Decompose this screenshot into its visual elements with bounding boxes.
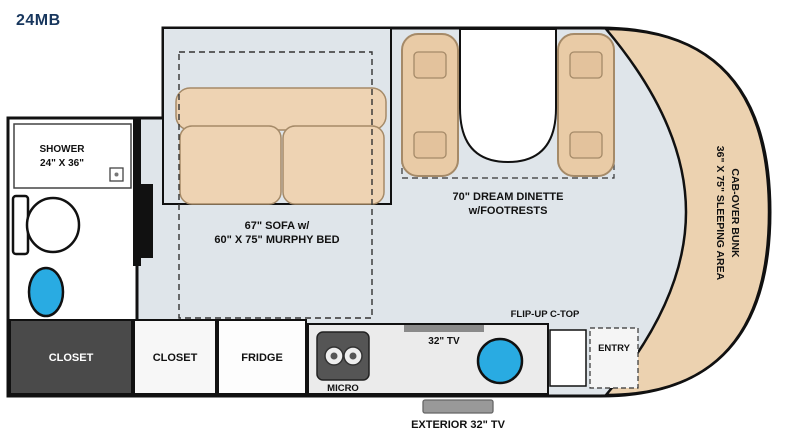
sofa-label-line2: 60" X 75" MURPHY BED [214,234,339,246]
bathroom-sink [27,266,65,318]
closet-left-label: CLOSET [49,352,94,364]
cab-over-bunk-label-line1: CAB-OVER BUNK [729,168,742,258]
dinette-seat-left-cushion-top [413,51,447,79]
sofa-cushion-right [282,125,385,205]
murphy-bed-dashed-outline [178,51,373,319]
exterior-tv-label: EXTERIOR 32" TV [411,419,506,431]
closet-mid [133,319,217,395]
kitchen-sink [476,337,524,385]
exterior-tv [422,399,494,414]
fridge-label: FRIDGE [241,352,283,364]
flip-up-ctop-label: FLIP-UP C-TOP [511,309,580,320]
dinette-seat-right-cushion-bottom [569,131,603,159]
sofa-back [175,87,387,131]
wall-segment-wardrobe [133,184,153,258]
cab-over-bunk-area [603,27,771,397]
burner-left-center [330,352,338,360]
burner-right-center [349,352,357,360]
closet-left [9,319,133,395]
fridge [217,319,307,395]
tv-32-label: 32" TV [428,336,460,347]
model-number-label: 24MB [16,12,61,29]
entry-area [589,327,639,389]
dinette-label-line2: w/FOOTRESTS [468,205,548,217]
dinette-seat-right-cushion-top [569,51,603,79]
tv-32 [404,325,484,332]
cab-over-bunk-label-line2: 36" X 75" SLEEPING AREA [714,145,726,281]
shower-label-line2: 24" X 36" [40,158,84,169]
shower-drain-dot [114,172,119,177]
flip-up-ctop [549,329,587,387]
sofa-label-line1: 67" SOFA w/ [245,220,310,232]
dinette-seat-left-cushion-bottom [413,131,447,159]
dinette-table [459,28,557,164]
micro-label: MICRO [327,383,359,394]
cab-over-bunk-label: CAB-OVER BUNK 36" X 75" SLEEPING AREA [712,146,742,280]
shower-label-line1: SHOWER [40,144,86,155]
entry-label: ENTRY [598,343,631,354]
dinette-label-line1: 70" DREAM DINETTE [453,191,564,203]
closet-mid-label: CLOSET [153,352,198,364]
shower-pan [13,123,132,189]
sofa-cushion-left [179,125,282,205]
toilet-bowl [25,196,81,254]
